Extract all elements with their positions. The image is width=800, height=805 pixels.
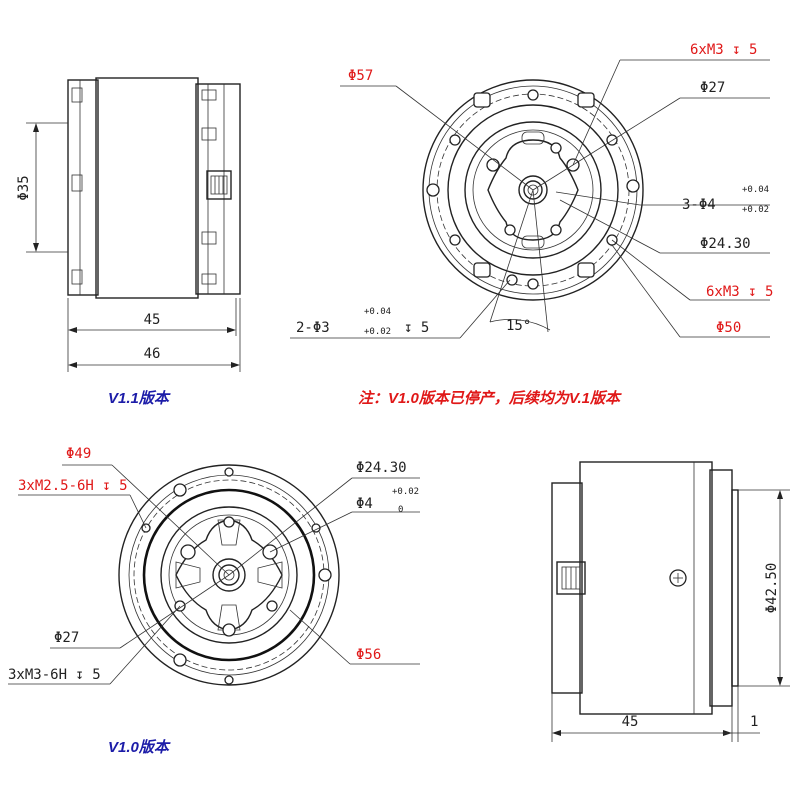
- v10-pin-label: Φ4: [356, 496, 373, 512]
- v11-side-len-inner: 45: [144, 312, 161, 328]
- v11-dia-inner: Φ27: [700, 80, 725, 96]
- v11-hole-tol-lower: +0.02: [364, 327, 391, 337]
- v10-dia-shaft: Φ24.30: [356, 460, 407, 476]
- v10-side-step: 1: [750, 714, 758, 730]
- v11-thread-bottom: 6xM3 ↧ 5: [706, 284, 773, 300]
- v10-side-view: Φ42.50 45 1: [551, 461, 790, 742]
- v11-side-dia-label: Φ35: [16, 175, 32, 200]
- v10-thread-m3: 3xM3-6H ↧ 5: [8, 667, 101, 683]
- v11-hole-label: 2-Φ3: [296, 320, 330, 336]
- v10-side-dia-label: Φ42.50: [764, 563, 780, 614]
- v11-dia-50: Φ50: [716, 320, 741, 336]
- v10-dia-49: Φ49: [66, 446, 91, 462]
- v10-thread-m25: 3xM2.5-6H ↧ 5: [18, 478, 128, 494]
- v11-pin-tol-lower: +0.02: [742, 205, 769, 215]
- v11-side-len-outer: 46: [144, 346, 161, 362]
- v10-dia-27: Φ27: [54, 630, 79, 646]
- v10-pin-tol-upper: +0.02: [392, 487, 419, 497]
- v10-pin-tol-lower: 0: [398, 505, 403, 515]
- v11-thread-top: 6xM3 ↧ 5: [690, 42, 757, 58]
- v11-pin-tol-upper: +0.04: [742, 185, 769, 195]
- v11-hole-tol-upper: +0.04: [364, 307, 391, 317]
- discontinued-note: 注：V1.0版本已停产，后续均为V.1版本: [358, 389, 622, 407]
- v11-version-label: V1.1版本: [108, 390, 171, 407]
- v11-dia-shaft: Φ24.30: [700, 236, 751, 252]
- v10-side-len: 45: [622, 714, 639, 730]
- v11-dia-outer: Φ57: [348, 68, 373, 84]
- v10-dia-56: Φ56: [356, 647, 381, 663]
- v11-angle: 15°: [506, 318, 531, 334]
- v11-pin-label: 3-Φ4: [682, 197, 716, 213]
- v10-version-label: V1.0版本: [108, 739, 171, 756]
- v11-front-view: Φ57 6xM3 ↧ 5 Φ27 3-Φ4 +0.04 +0.02 Φ24.30…: [290, 42, 773, 339]
- v11-hole-depth: ↧ 5: [404, 320, 429, 336]
- v11-side-view: Φ35 45 46: [16, 77, 241, 372]
- v10-front-view: Φ49 3xM2.5-6H ↧ 5 Φ24.30 Φ4 +0.02 0 Φ27 …: [8, 446, 420, 686]
